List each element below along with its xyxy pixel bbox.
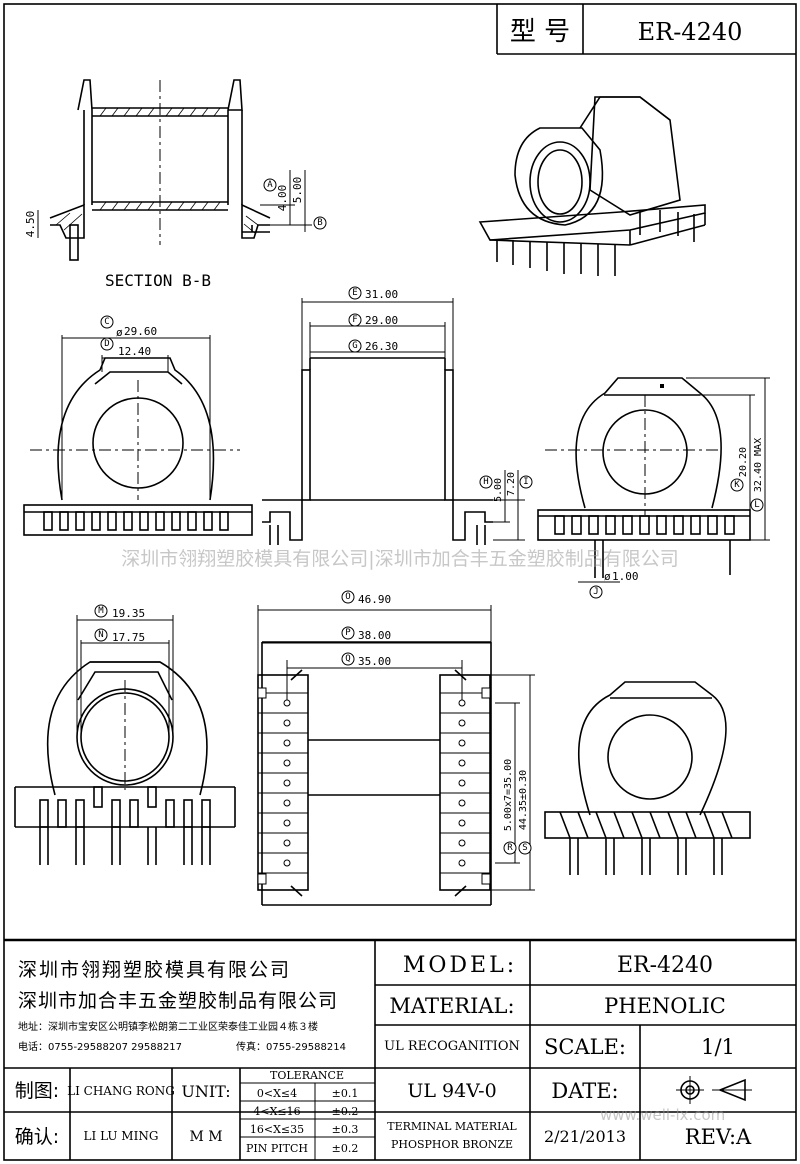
label-a: A [267, 180, 273, 190]
model-value: ER-4240 [617, 953, 713, 978]
dim-n-value: 17.75 [112, 631, 145, 644]
label-k: K [734, 480, 740, 490]
terminal-value: PHOSPHOR BRONZE [391, 1138, 513, 1151]
company-address: 地址：深圳市宝安区公明镇李松朗第二工业区荣泰佳工业园４栋３楼 [18, 1020, 318, 1033]
label-c: C [104, 317, 109, 327]
company-fax: 传真：0755-29588214 [236, 1040, 346, 1053]
dim-section-4-50: 4.50 [24, 211, 37, 238]
checked-by: LI LU MING [84, 1129, 159, 1143]
drawn-label: 制图: [15, 1080, 59, 1102]
rev-label: REV:A [685, 1125, 752, 1149]
scale-label: SCALE: [544, 1035, 626, 1059]
projection-symbol-icon [676, 1076, 752, 1104]
dim-b-value: 5.00 [291, 177, 304, 204]
tol2-range: 4<X≤16 [253, 1105, 300, 1118]
dim-r-value: 5.00x7=35.00 [503, 759, 514, 831]
dim-h-value: 5.00 [493, 478, 504, 502]
label-d: D [104, 339, 109, 349]
ul-value: UL 94V-0 [407, 1080, 496, 1102]
section-b-b-view: 4.50 4.00 5.00 A B SECTION B-B [24, 79, 327, 290]
dim-c-value: 29.60 [124, 325, 157, 338]
tol4-range: PIN PITCH [246, 1142, 308, 1155]
label-i: I [523, 477, 528, 487]
tol3-value: ±0.3 [332, 1123, 359, 1136]
bottom-plan-view-opq: O 46.90 P 38.00 Q 35.00 5.00x7=35.00 44.… [257, 590, 535, 906]
company-name-2: 深圳市加合丰五金塑胶制品有限公司 [18, 990, 338, 1012]
label-m: M [98, 606, 104, 616]
label-l: L [754, 500, 759, 510]
right-view-kl: 20.20 32.40 MAX K L ø 1.00 J [537, 377, 770, 599]
tol2-value: ±0.2 [332, 1105, 359, 1118]
dim-o-value: 46.90 [358, 593, 391, 606]
date-label: DATE: [551, 1079, 618, 1103]
label-b: B [317, 218, 322, 228]
label-h: H [483, 477, 488, 487]
checked-label: 确认: [15, 1126, 59, 1148]
dim-i-value: 7.20 [506, 472, 517, 496]
dim-j-value: 1.00 [612, 570, 639, 583]
unit-value: M M [189, 1129, 222, 1145]
label-r: R [507, 843, 513, 853]
dim-m-value: 19.35 [112, 607, 145, 620]
dim-s-value: 44.35±0.30 [518, 770, 529, 830]
company-watermark: 深圳市翎翔塑胶模具有限公司|深圳市加合丰五金塑胶制品有限公司 [121, 548, 678, 570]
label-f: F [352, 315, 357, 325]
tol4-value: ±0.2 [332, 1142, 359, 1155]
label-g: G [352, 341, 357, 351]
svg-text:ø: ø [604, 570, 611, 583]
label-o: O [345, 592, 350, 602]
dim-a-value: 4.00 [276, 185, 289, 212]
drawn-by: LI CHANG RONG [67, 1084, 175, 1098]
terminal-label: TERMINAL MATERIAL [387, 1120, 517, 1133]
tolerance-label: TOLERANCE [270, 1069, 344, 1082]
label-p: P [345, 628, 351, 638]
model-label: MODEL: [403, 953, 517, 978]
dim-q-value: 35.00 [358, 655, 391, 668]
dim-f-value: 29.00 [365, 314, 398, 327]
dim-g-value: 26.30 [365, 340, 398, 353]
site-watermark: www.well-lx.com [600, 1106, 725, 1124]
title-block: 深圳市翎翔塑胶模具有限公司 深圳市加合丰五金塑胶制品有限公司 地址：深圳市宝安区… [4, 938, 796, 1160]
unit-label: UNIT: [181, 1082, 230, 1101]
tol1-range: 0<X≤4 [257, 1087, 297, 1100]
model-value-top: ER-4240 [638, 18, 743, 46]
dim-d-value: 12.40 [118, 345, 151, 358]
front-view-cd: C ø 29.60 D 12.40 [23, 315, 253, 536]
section-label: SECTION B-B [105, 271, 211, 290]
svg-text:ø: ø [116, 326, 123, 339]
label-n: N [98, 630, 103, 640]
material-label: MATERIAL: [389, 994, 514, 1018]
side-view-efgh: E 31.00 F 29.00 G 26.30 H 5.00 7.20 I [262, 286, 533, 545]
ul-label: UL RECOGANITION [384, 1039, 520, 1054]
dim-k-value: 20.20 [738, 447, 749, 477]
model-label-top: 型 号 [510, 17, 570, 47]
label-j: J [593, 587, 598, 597]
tol1-value: ±0.1 [332, 1087, 359, 1100]
label-s: S [522, 843, 527, 853]
company-name-1: 深圳市翎翔塑胶模具有限公司 [18, 959, 291, 981]
top-title-box: 型 号 ER-4240 [496, 4, 796, 55]
label-q: Q [345, 654, 350, 664]
date-value: 2/21/2013 [544, 1127, 626, 1146]
dim-p-value: 38.00 [358, 629, 391, 642]
material-value: PHENOLIC [604, 994, 726, 1018]
bottom-view-mn: M 19.35 N 17.75 [14, 604, 236, 865]
dim-e-value: 31.00 [365, 288, 398, 301]
company-phone: 电话：0755-29588207 29588217 [18, 1040, 182, 1053]
sheet-border [3, 3, 797, 1161]
tol3-range: 16<X≤35 [250, 1123, 304, 1136]
bottom-right-view [544, 681, 751, 875]
scale-value: 1/1 [701, 1035, 735, 1059]
isometric-view [478, 96, 706, 276]
dim-l-value: 32.40 MAX [753, 438, 764, 492]
label-e: E [352, 288, 357, 298]
